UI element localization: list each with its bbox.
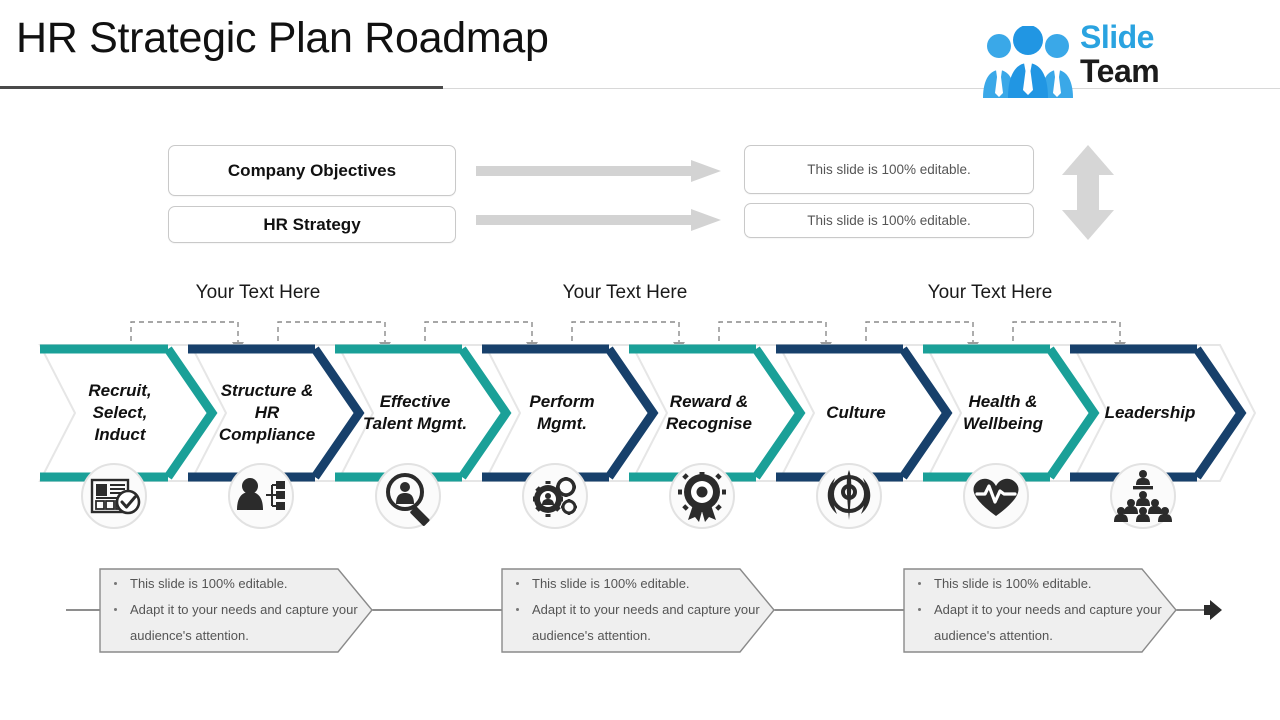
talent-search-icon bbox=[386, 473, 430, 526]
callout-text-3: This slide is 100% editable. Adapt it to… bbox=[912, 571, 1180, 649]
company-objectives-box[interactable]: Company Objectives bbox=[168, 145, 456, 196]
callout-bullet: Adapt it to your needs and capture your … bbox=[108, 597, 376, 649]
gears-person-icon bbox=[533, 477, 577, 517]
header-rule-dark bbox=[0, 86, 443, 89]
resume-check-icon bbox=[90, 478, 141, 515]
right-arrow-icon bbox=[476, 160, 721, 182]
process-graphic bbox=[38, 321, 1257, 529]
group-label-2: Your Text Here bbox=[562, 282, 688, 303]
callout-shape-3 bbox=[903, 568, 1177, 653]
callout-shape-1 bbox=[99, 568, 373, 653]
org-chart-person-icon bbox=[237, 478, 285, 510]
hr-strategy-label: HR Strategy bbox=[263, 214, 361, 234]
callout-text-2: This slide is 100% editable. Adapt it to… bbox=[510, 571, 778, 649]
slideteam-logo: Slide Team bbox=[980, 18, 1180, 102]
editable-note-label: This slide is 100% editable. bbox=[807, 213, 971, 228]
editable-note-label: This slide is 100% editable. bbox=[807, 162, 971, 177]
award-ribbon-icon bbox=[678, 472, 726, 522]
page-title: HR Strategic Plan Roadmap bbox=[16, 14, 549, 62]
editable-note-box-1[interactable]: This slide is 100% editable. bbox=[744, 145, 1034, 194]
khanda-emblem-icon bbox=[827, 470, 871, 520]
leader-audience-icon bbox=[1114, 470, 1172, 522]
callout-bullet: This slide is 100% editable. bbox=[912, 571, 1180, 597]
right-arrow-icon bbox=[476, 209, 721, 231]
callout-shape-2 bbox=[501, 568, 775, 653]
callout-text-1: This slide is 100% editable. Adapt it to… bbox=[108, 571, 376, 649]
chevron-bodies bbox=[38, 344, 1257, 482]
callout-graphic bbox=[66, 568, 1222, 653]
process-chevron-band: Recruit, Select, Induct Structure & HR C… bbox=[0, 300, 1280, 550]
callout-end-arrowhead bbox=[1204, 600, 1222, 620]
group-label-3: Your Text Here bbox=[927, 282, 1053, 303]
callout-bullet: Adapt it to your needs and capture your … bbox=[912, 597, 1180, 649]
up-down-arrow-icon bbox=[1062, 145, 1114, 240]
dashed-connectors bbox=[130, 321, 1121, 350]
logo-word-slide: Slide bbox=[1080, 19, 1154, 55]
editable-note-box-2[interactable]: This slide is 100% editable. bbox=[744, 203, 1034, 238]
hr-strategy-box[interactable]: HR Strategy bbox=[168, 206, 456, 243]
company-objectives-label: Company Objectives bbox=[227, 160, 397, 180]
heartbeat-icon bbox=[973, 478, 1019, 516]
logo-word-team: Team bbox=[1080, 53, 1160, 89]
three-people-icon bbox=[983, 26, 1073, 98]
group-label-1: Your Text Here bbox=[195, 282, 321, 303]
callout-row: This slide is 100% editable. Adapt it to… bbox=[0, 555, 1280, 675]
callout-bullet: This slide is 100% editable. bbox=[108, 571, 376, 597]
callout-bullet: Adapt it to your needs and capture your … bbox=[510, 597, 778, 649]
header-rule-light bbox=[0, 88, 1280, 89]
callout-bullet: This slide is 100% editable. bbox=[510, 571, 778, 597]
